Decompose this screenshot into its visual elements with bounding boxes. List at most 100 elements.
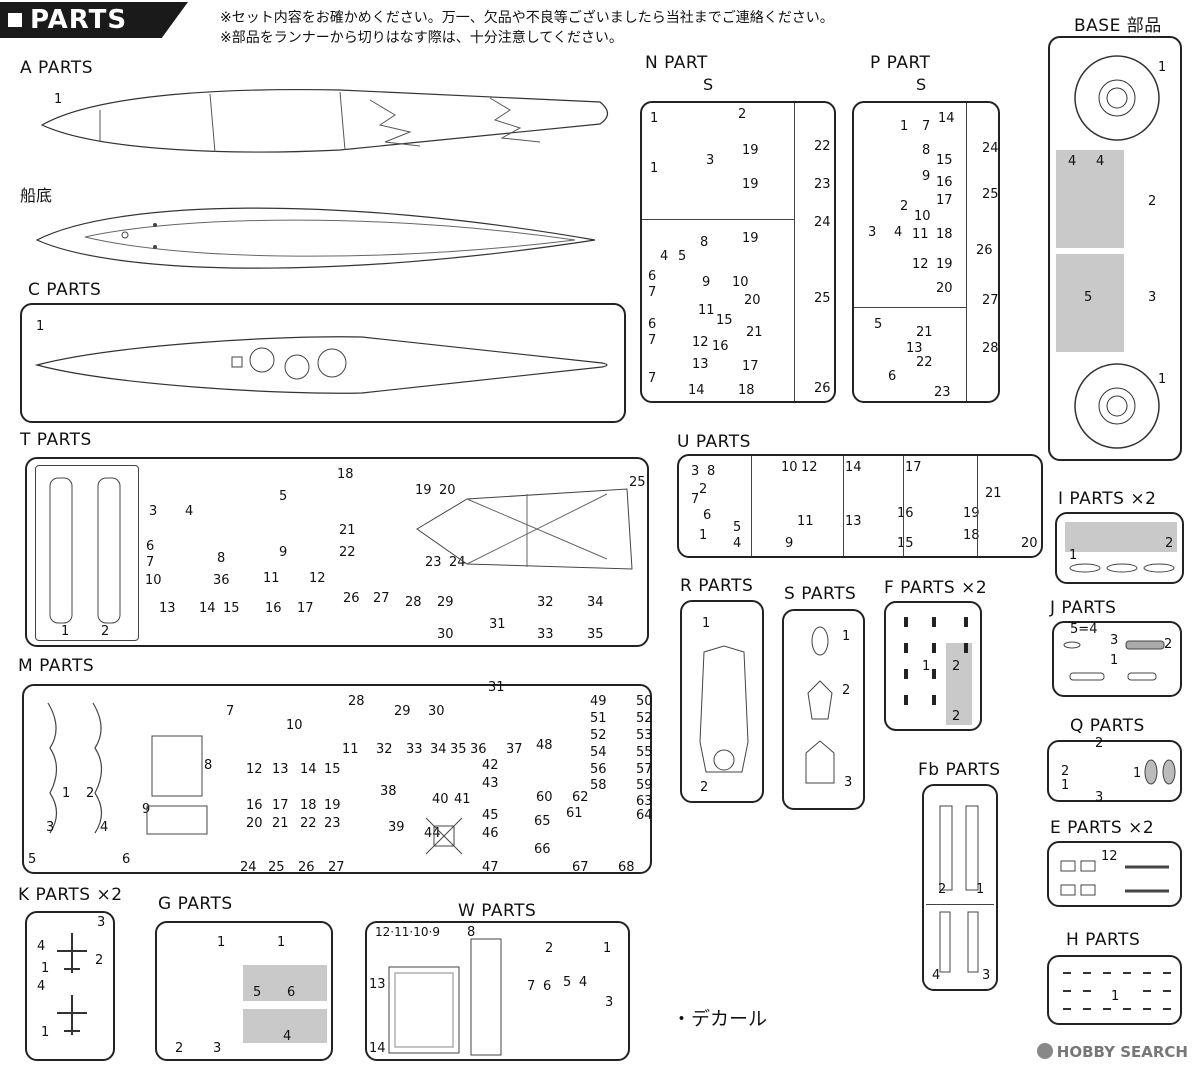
- n-part-4-number: 4: [660, 249, 669, 264]
- n-part-24-number: 24: [814, 215, 831, 230]
- q-part-2b-number: 2: [1061, 764, 1070, 779]
- m-parts-label: M PARTS: [18, 656, 95, 676]
- n-part-7-number: 7: [648, 285, 657, 300]
- page-title: PARTS LIST: [8, 5, 128, 71]
- s-parts-drawing: [805, 626, 835, 784]
- base-part-5-number: 5: [1084, 290, 1093, 305]
- r-bridge-drawing: [699, 645, 749, 773]
- u-part-8-number: 8: [707, 464, 716, 479]
- superstructure-deck-drawing: [416, 488, 633, 570]
- g-shaded-area-2: [243, 1009, 327, 1043]
- m-part-49-number: 49: [590, 694, 607, 709]
- n-part-19-number: 19: [742, 143, 759, 158]
- k-part-4-number: 4: [37, 939, 46, 954]
- w-part-4-number: 4: [579, 975, 588, 990]
- n-part-16-number: 16: [712, 339, 729, 354]
- t-part-18-number: 18: [337, 467, 354, 482]
- t-part-15-number: 15: [223, 601, 240, 616]
- m-part-27-number: 27: [328, 860, 345, 875]
- fb-parts-label: Fb PARTS: [918, 760, 1001, 780]
- u-divider-3: [903, 456, 904, 556]
- u-part-3-number: 3: [691, 464, 700, 479]
- u-part-1-number: 1: [699, 528, 708, 543]
- k-part-4b-number: 4: [37, 979, 46, 994]
- m-part-6-number: 6: [122, 852, 131, 867]
- n-part-22-number: 22: [814, 139, 831, 154]
- m-part-60-number: 60: [536, 790, 553, 805]
- n-part-9-number: 9: [702, 275, 711, 290]
- f-parts-runner: 1 2 2: [884, 601, 982, 731]
- m-part-36-number: 36: [470, 742, 487, 757]
- aircraft-drawing: [57, 933, 87, 1035]
- m-part-4-number: 4: [100, 820, 109, 835]
- m-part-44-number: 44: [424, 826, 441, 841]
- fb-parts-runner: 2 1 4 3: [922, 784, 998, 991]
- t-part-31-number: 31: [489, 617, 506, 632]
- p-part-25-number: 25: [982, 187, 999, 202]
- m-part-21-number: 21: [272, 816, 289, 831]
- m-part-41-number: 41: [454, 792, 471, 807]
- u-part-7-number: 7: [691, 492, 700, 507]
- fb-part-1-number: 1: [976, 882, 985, 897]
- t-part-5-number: 5: [279, 489, 288, 504]
- j-part-1-number: 1: [1110, 653, 1119, 668]
- p-part-14-number: 14: [938, 111, 955, 126]
- h-parts-runner: 1: [1047, 955, 1182, 1025]
- k-parts-label: K PARTS ×2: [18, 885, 123, 905]
- g-part-5-number: 5: [253, 985, 262, 1000]
- p-part-22-number: 22: [916, 355, 933, 370]
- t-part-30-number: 30: [437, 627, 454, 642]
- i-part-1-number: 1: [1069, 548, 1078, 563]
- u-parts-runner: 3 8 2 7 6 5 1 4 10 12 11 9 14 13 17 16 1…: [677, 454, 1043, 558]
- n-part-17-number: 17: [742, 359, 759, 374]
- i-parts-label: I PARTS ×2: [1058, 489, 1157, 509]
- u-part-6-number: 6: [703, 508, 712, 523]
- square-icon: [8, 13, 22, 27]
- fb-part-3-number: 3: [982, 968, 991, 983]
- g-part-4-number: 4: [283, 1029, 292, 1044]
- i-part-2-number: 2: [1165, 536, 1174, 551]
- n-part-12-number: 12: [692, 335, 709, 350]
- g-part-3-number: 3: [213, 1041, 222, 1056]
- m-parts-runner: 1 2 3 4 5 6 7 8 9 10 11 12 13 14 15 16 1…: [22, 680, 653, 875]
- n-divider-v: [794, 103, 795, 401]
- p-part-27-number: 27: [982, 293, 999, 308]
- m-part-14-number: 14: [300, 762, 317, 777]
- m-part-51-number: 51: [590, 711, 607, 726]
- g-parts-runner: 1 1 2 3 5 6 4: [155, 921, 333, 1061]
- p-part-11-number: 11: [912, 227, 929, 242]
- n-part-25-number: 25: [814, 291, 831, 306]
- m-part-39-number: 39: [388, 820, 405, 835]
- n-part-6-number: 6: [648, 269, 657, 284]
- p-s-mark: S: [916, 75, 927, 94]
- r-part-1-number: 1: [702, 616, 711, 631]
- u-part-15-number: 15: [897, 536, 914, 551]
- p-part-28-number: 28: [982, 341, 999, 356]
- fb-parts-drawing: [939, 805, 979, 973]
- u-part-21-number: 21: [985, 486, 1002, 501]
- n-part-7b-number: 7: [648, 333, 657, 348]
- hull-bottom-drawing: [35, 207, 596, 269]
- m-part-58-number: 58: [590, 778, 607, 793]
- m-part-33-number: 33: [406, 742, 423, 757]
- m-part-65-number: 65: [534, 814, 551, 829]
- u-divider-2: [843, 456, 844, 556]
- deck-drawing: [34, 336, 608, 394]
- m-part-24-number: 24: [240, 860, 257, 875]
- i-parts-runner: 1 2: [1055, 512, 1184, 584]
- base-part-1-number: 1: [1158, 60, 1167, 75]
- c-parts-label: C PARTS: [28, 280, 102, 300]
- m-part-25-number: 25: [268, 860, 285, 875]
- m-part-62-number: 62: [572, 790, 589, 805]
- n-part-5-number: 5: [678, 249, 687, 264]
- s-parts-label: S PARTS: [784, 584, 857, 604]
- p-part-9-number: 9: [922, 169, 931, 184]
- t-part-9-number: 9: [279, 545, 288, 560]
- e-part-1-2-number: 12: [1101, 849, 1118, 864]
- u-part-5-number: 5: [733, 520, 742, 535]
- u-part-2-number: 2: [699, 482, 708, 497]
- p-part-24-number: 24: [982, 141, 999, 156]
- q-parts-drawing: [1144, 759, 1176, 785]
- t-part-11-number: 11: [263, 571, 280, 586]
- t-part-10-number: 10: [145, 573, 162, 588]
